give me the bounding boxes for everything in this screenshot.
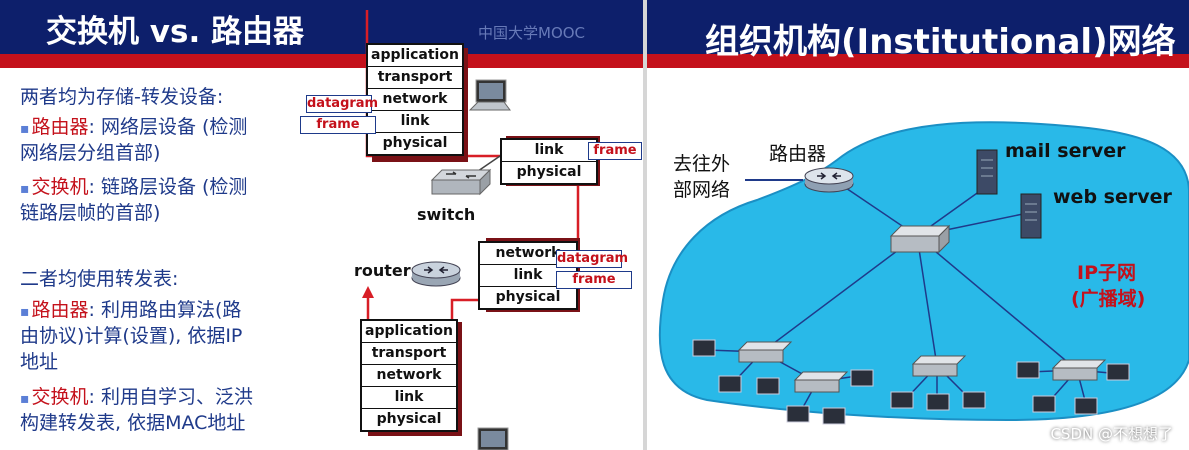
ip-subnet-label: IP子网 xyxy=(1077,262,1136,284)
switch-device-icon xyxy=(889,224,951,254)
switch-label: switch xyxy=(417,205,476,224)
csdn-watermark: CSDN @不想想了 xyxy=(1050,425,1173,443)
pc-icon xyxy=(850,369,874,387)
switch-point2-text-a: : 利用自学习、泛洪 xyxy=(88,386,253,408)
pc-icon xyxy=(718,375,742,393)
layer-link: link xyxy=(362,387,456,409)
router-device-icon xyxy=(411,261,461,287)
top-host-protocol-stack: application transport network link physi… xyxy=(366,43,464,156)
external-network-label-line1: 去往外 xyxy=(673,153,731,175)
pc-icon xyxy=(1074,397,1098,415)
layer-link: link xyxy=(502,140,596,162)
arrow-up-icon xyxy=(362,286,374,298)
layer-network: network xyxy=(480,243,576,265)
title-accent-stripe xyxy=(647,54,1189,68)
bullet-icon: ▪ xyxy=(20,181,30,197)
switch-point: ▪交换机: 链路层设备 (检测 xyxy=(20,174,247,202)
switch-point2-label: 交换机 xyxy=(31,386,89,408)
layer-network: network xyxy=(368,89,462,111)
layer-link: link xyxy=(480,265,576,287)
bullet-icon: ▪ xyxy=(20,304,30,320)
frame-tag: frame xyxy=(588,142,642,160)
switch-point2-text-b: 构建转发表, 依据MAC地址 xyxy=(20,412,246,434)
pc-icon xyxy=(692,339,716,357)
laptop-icon xyxy=(477,427,509,450)
switch-device-icon xyxy=(1051,359,1107,381)
switch-device-icon xyxy=(430,168,492,196)
datagram-tag: datagram xyxy=(556,250,629,268)
switch-device-icon xyxy=(793,371,849,393)
pc-icon xyxy=(822,407,846,425)
layer-application: application xyxy=(362,321,456,343)
layer-physical: physical xyxy=(376,411,442,427)
layer-transport: transport xyxy=(362,343,456,365)
router-label: 路由器 xyxy=(769,143,827,165)
layer-transport: transport xyxy=(368,67,462,89)
web-server-icon xyxy=(1020,193,1042,239)
mooc-watermark: 中国大学MOOC xyxy=(478,24,586,42)
web-server-label: web server xyxy=(1053,186,1172,208)
pc-icon xyxy=(926,393,950,411)
router-point2-text-c: 地址 xyxy=(20,351,59,373)
switch-protocol-stack: link physical xyxy=(500,138,598,185)
slide-institutional-network: 组织机构(Institutional)网络 xyxy=(647,0,1189,450)
laptop-icon xyxy=(468,79,511,111)
bottom-host-protocol-stack: application transport network link physi… xyxy=(360,319,458,432)
pc-icon xyxy=(756,377,780,395)
subnet-cloud xyxy=(658,121,1189,422)
mail-server-label: mail server xyxy=(1005,140,1126,162)
pc-icon xyxy=(1106,363,1130,381)
layer-physical: physical xyxy=(382,135,448,151)
pc-icon xyxy=(962,391,986,409)
title-bar xyxy=(647,0,1189,68)
router-point-label: 路由器 xyxy=(31,116,89,138)
layer-physical: physical xyxy=(516,164,582,180)
switch-point2: ▪交换机: 利用自学习、泛洪 xyxy=(20,384,253,412)
pc-icon xyxy=(786,405,810,423)
external-network-label-line2: 部网络 xyxy=(673,179,731,201)
router-point2-text-b: 由协议)计算(设置), 依据IP xyxy=(20,325,243,347)
layer-link: link xyxy=(368,111,462,133)
title-accent-stripe xyxy=(0,54,643,68)
layer-network: network xyxy=(362,365,456,387)
frame-tag: frame xyxy=(556,271,632,289)
router-label: router xyxy=(354,261,411,280)
switch-point-text-b: 链路层帧的首部) xyxy=(20,202,161,224)
pc-icon xyxy=(1032,395,1056,413)
router-point-text-a: : 网络层设备 (检测 xyxy=(88,116,248,138)
bullet-icon: ▪ xyxy=(20,391,30,407)
title-bar xyxy=(0,0,643,68)
slide-title: 组织机构(Institutional)网络 xyxy=(705,22,1176,62)
pc-icons xyxy=(692,339,1130,425)
mail-server-icon xyxy=(976,149,998,195)
switch-point-text-a: : 链路层设备 (检测 xyxy=(88,176,248,198)
forwarding-path-diagram xyxy=(362,10,580,450)
router-point2: ▪路由器: 利用路由算法(路 xyxy=(20,297,241,325)
slide-divider xyxy=(643,0,647,450)
layer-application: application xyxy=(368,45,462,67)
pc-icon xyxy=(1016,361,1040,379)
switch-device-icon xyxy=(911,355,967,377)
broadcast-domain-label: (广播域) xyxy=(1071,288,1146,310)
datagram-tag: datagram xyxy=(306,95,379,113)
both-forwarding-table-text: 二者均使用转发表: xyxy=(20,268,179,290)
router-point2-label: 路由器 xyxy=(31,299,89,321)
slide-switch-vs-router: 交换机 vs. 路由器 中国大学MOOC 两者均为存储-转发设备: ▪路由器: … xyxy=(0,0,643,450)
bullet-icon: ▪ xyxy=(20,121,30,137)
both-store-forward-text: 两者均为存储-转发设备: xyxy=(20,86,224,108)
router-point-text-b: 网络层分组首部) xyxy=(20,142,161,164)
pc-icon xyxy=(890,391,914,409)
slide-title: 交换机 vs. 路由器 xyxy=(46,14,305,50)
frame-tag: frame xyxy=(300,116,376,134)
router-device-icon xyxy=(804,167,854,193)
router-point: ▪路由器: 网络层设备 (检测 xyxy=(20,114,247,142)
switch-point-label: 交换机 xyxy=(31,176,89,198)
router-point2-text-a: : 利用路由算法(路 xyxy=(88,299,242,321)
network-diagram xyxy=(658,121,1189,425)
layer-physical: physical xyxy=(495,289,561,305)
switch-device-icon xyxy=(737,341,793,363)
